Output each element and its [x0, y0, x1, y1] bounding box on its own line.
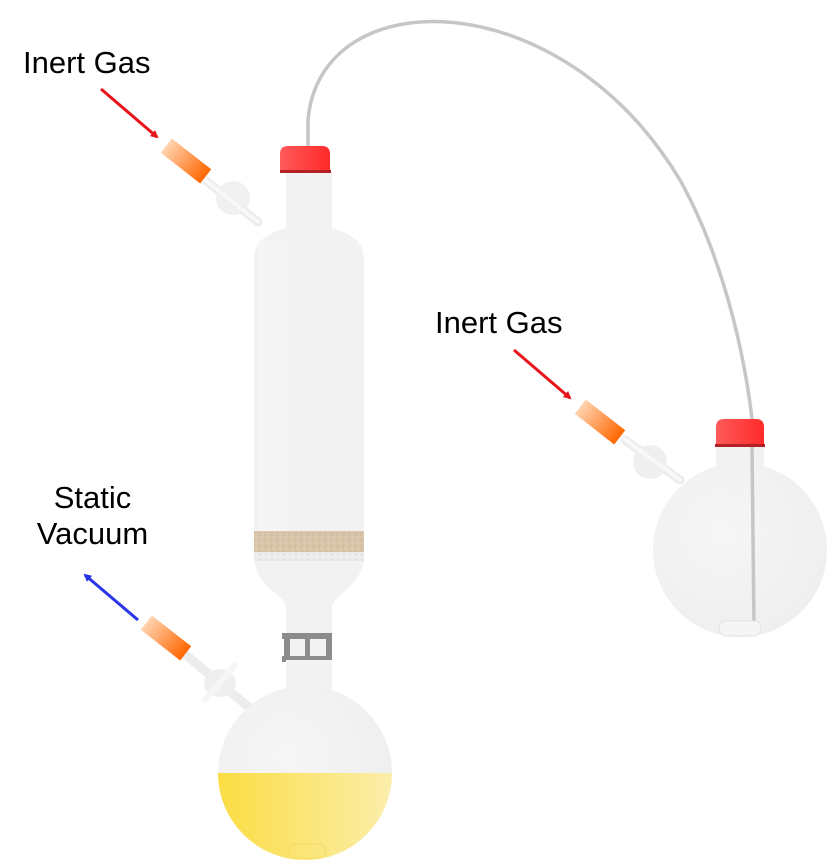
filter-aid-layer	[254, 531, 364, 552]
source-flask	[574, 399, 827, 637]
joint-clip	[282, 633, 332, 662]
label-inert-gas-left: Inert Gas	[23, 45, 151, 80]
arrow-inert-gas-right	[513, 348, 572, 400]
tubing-left	[160, 138, 212, 184]
stir-bar	[718, 620, 762, 637]
tubing-right	[574, 399, 626, 445]
arrow-static-vacuum	[83, 573, 139, 622]
septum-cap-right	[716, 419, 764, 446]
filtrate	[218, 773, 392, 860]
label-static-vacuum-line1: Static	[53, 480, 132, 515]
label-inert-gas-right: Inert Gas	[435, 305, 563, 340]
receiving-flask	[140, 615, 392, 860]
septum-cap-left	[280, 146, 330, 172]
left-sidearm	[160, 138, 263, 227]
cannula-line	[306, 19, 754, 626]
tubing-vacuum	[140, 615, 192, 661]
label-static-vacuum: Static Vacuum	[20, 480, 165, 552]
arrow-inert-gas-left	[100, 87, 159, 139]
frit	[254, 552, 364, 561]
filter-column	[160, 138, 364, 680]
label-static-vacuum-line2: Vacuum	[36, 516, 149, 551]
